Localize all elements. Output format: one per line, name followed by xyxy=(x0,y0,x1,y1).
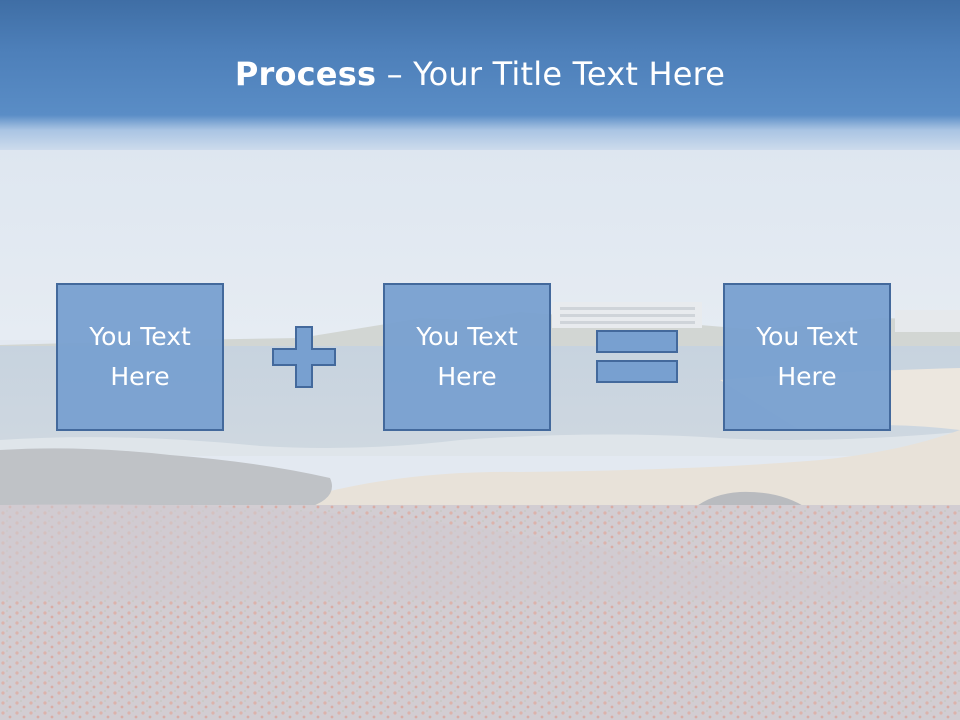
plus-icon[interactable] xyxy=(272,326,336,388)
process-box-2[interactable]: You Text Here xyxy=(383,283,551,431)
equals-icon[interactable] xyxy=(596,330,678,384)
slide-title-rest: – Your Title Text Here xyxy=(376,55,726,93)
process-box-1-text: You Text Here xyxy=(89,322,191,391)
process-box-2-text: You Text Here xyxy=(416,322,518,391)
process-box-3-text: You Text Here xyxy=(756,322,858,391)
title-bar xyxy=(0,0,960,150)
process-box-1[interactable]: You Text Here xyxy=(56,283,224,431)
slide-title[interactable]: Process – Your Title Text Here xyxy=(0,52,960,96)
process-box-3[interactable]: You Text Here xyxy=(723,283,891,431)
slide-title-bold: Process xyxy=(234,55,377,93)
